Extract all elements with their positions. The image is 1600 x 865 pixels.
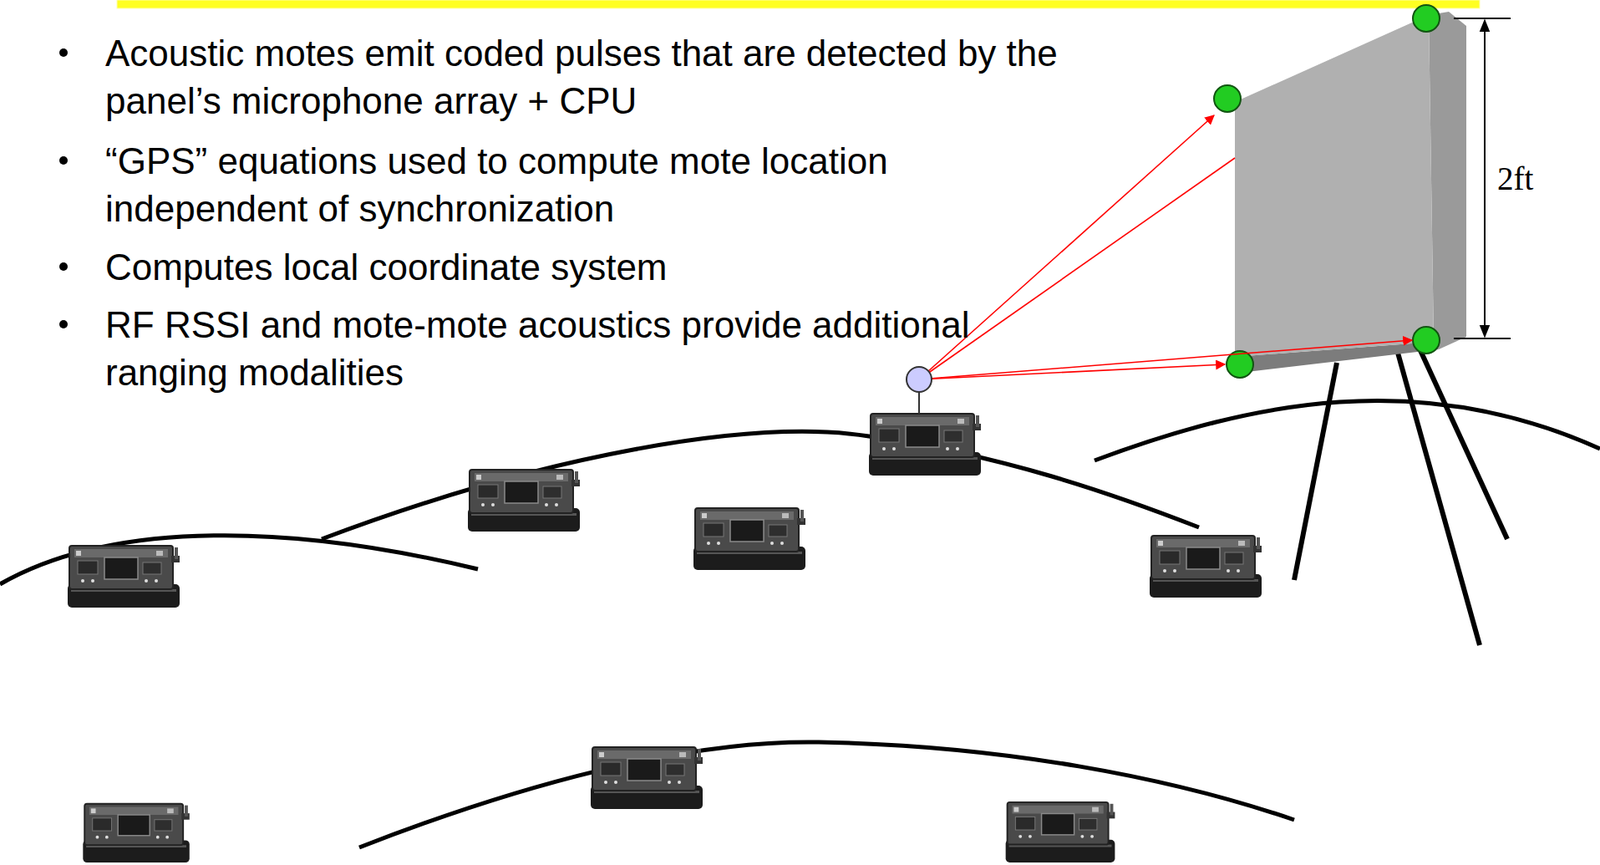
leg: [1418, 346, 1508, 539]
dimension-line: [1483, 177, 1486, 337]
bullet-dot: [59, 320, 68, 329]
terrain: [0, 400, 1600, 848]
panel-front: [1234, 15, 1434, 357]
bullet-text: “GPS” equations used to compute mote loc…: [105, 137, 1075, 233]
bullet-text: Acoustic motes emit coded pulses that ar…: [105, 29, 1075, 125]
mote: [467, 469, 580, 532]
mote: [693, 507, 806, 570]
dimension-label: 2ft: [1497, 160, 1534, 198]
panel-legs: [1294, 346, 1508, 646]
leg: [1294, 362, 1337, 580]
title-bar: [116, 0, 1480, 9]
panel-side: [1428, 11, 1467, 350]
dimension-line: [1483, 20, 1486, 178]
panel: [1234, 11, 1467, 373]
microphone: [1412, 5, 1440, 32]
bullet-dot: [59, 48, 68, 57]
microphone: [1213, 85, 1241, 112]
acoustic-rays: [919, 115, 1413, 380]
mote: [1005, 802, 1116, 863]
bullet-text: Computes local coordinate system: [105, 243, 1075, 291]
microphones: [1213, 5, 1440, 378]
bullet-text: RF RSSI and mote-mote acoustics provide …: [105, 300, 1075, 397]
mote: [590, 746, 703, 809]
mote: [82, 803, 189, 863]
speaker: [906, 366, 932, 392]
bullet-dot: [59, 156, 68, 165]
bullet-dot: [59, 262, 68, 271]
microphone: [1412, 326, 1440, 354]
mote: [1149, 535, 1262, 598]
terrain-curve: [1094, 400, 1600, 461]
ray: [919, 340, 1413, 380]
mote: [868, 413, 981, 476]
speaker-stem: [918, 391, 920, 414]
ray: [919, 364, 1225, 380]
dimension-tick: [1453, 337, 1511, 340]
motes: [67, 413, 1262, 863]
mote: [67, 545, 180, 608]
terrain-curve: [359, 741, 1295, 848]
dimension-tick: [1453, 17, 1511, 20]
ray: [919, 157, 1235, 380]
